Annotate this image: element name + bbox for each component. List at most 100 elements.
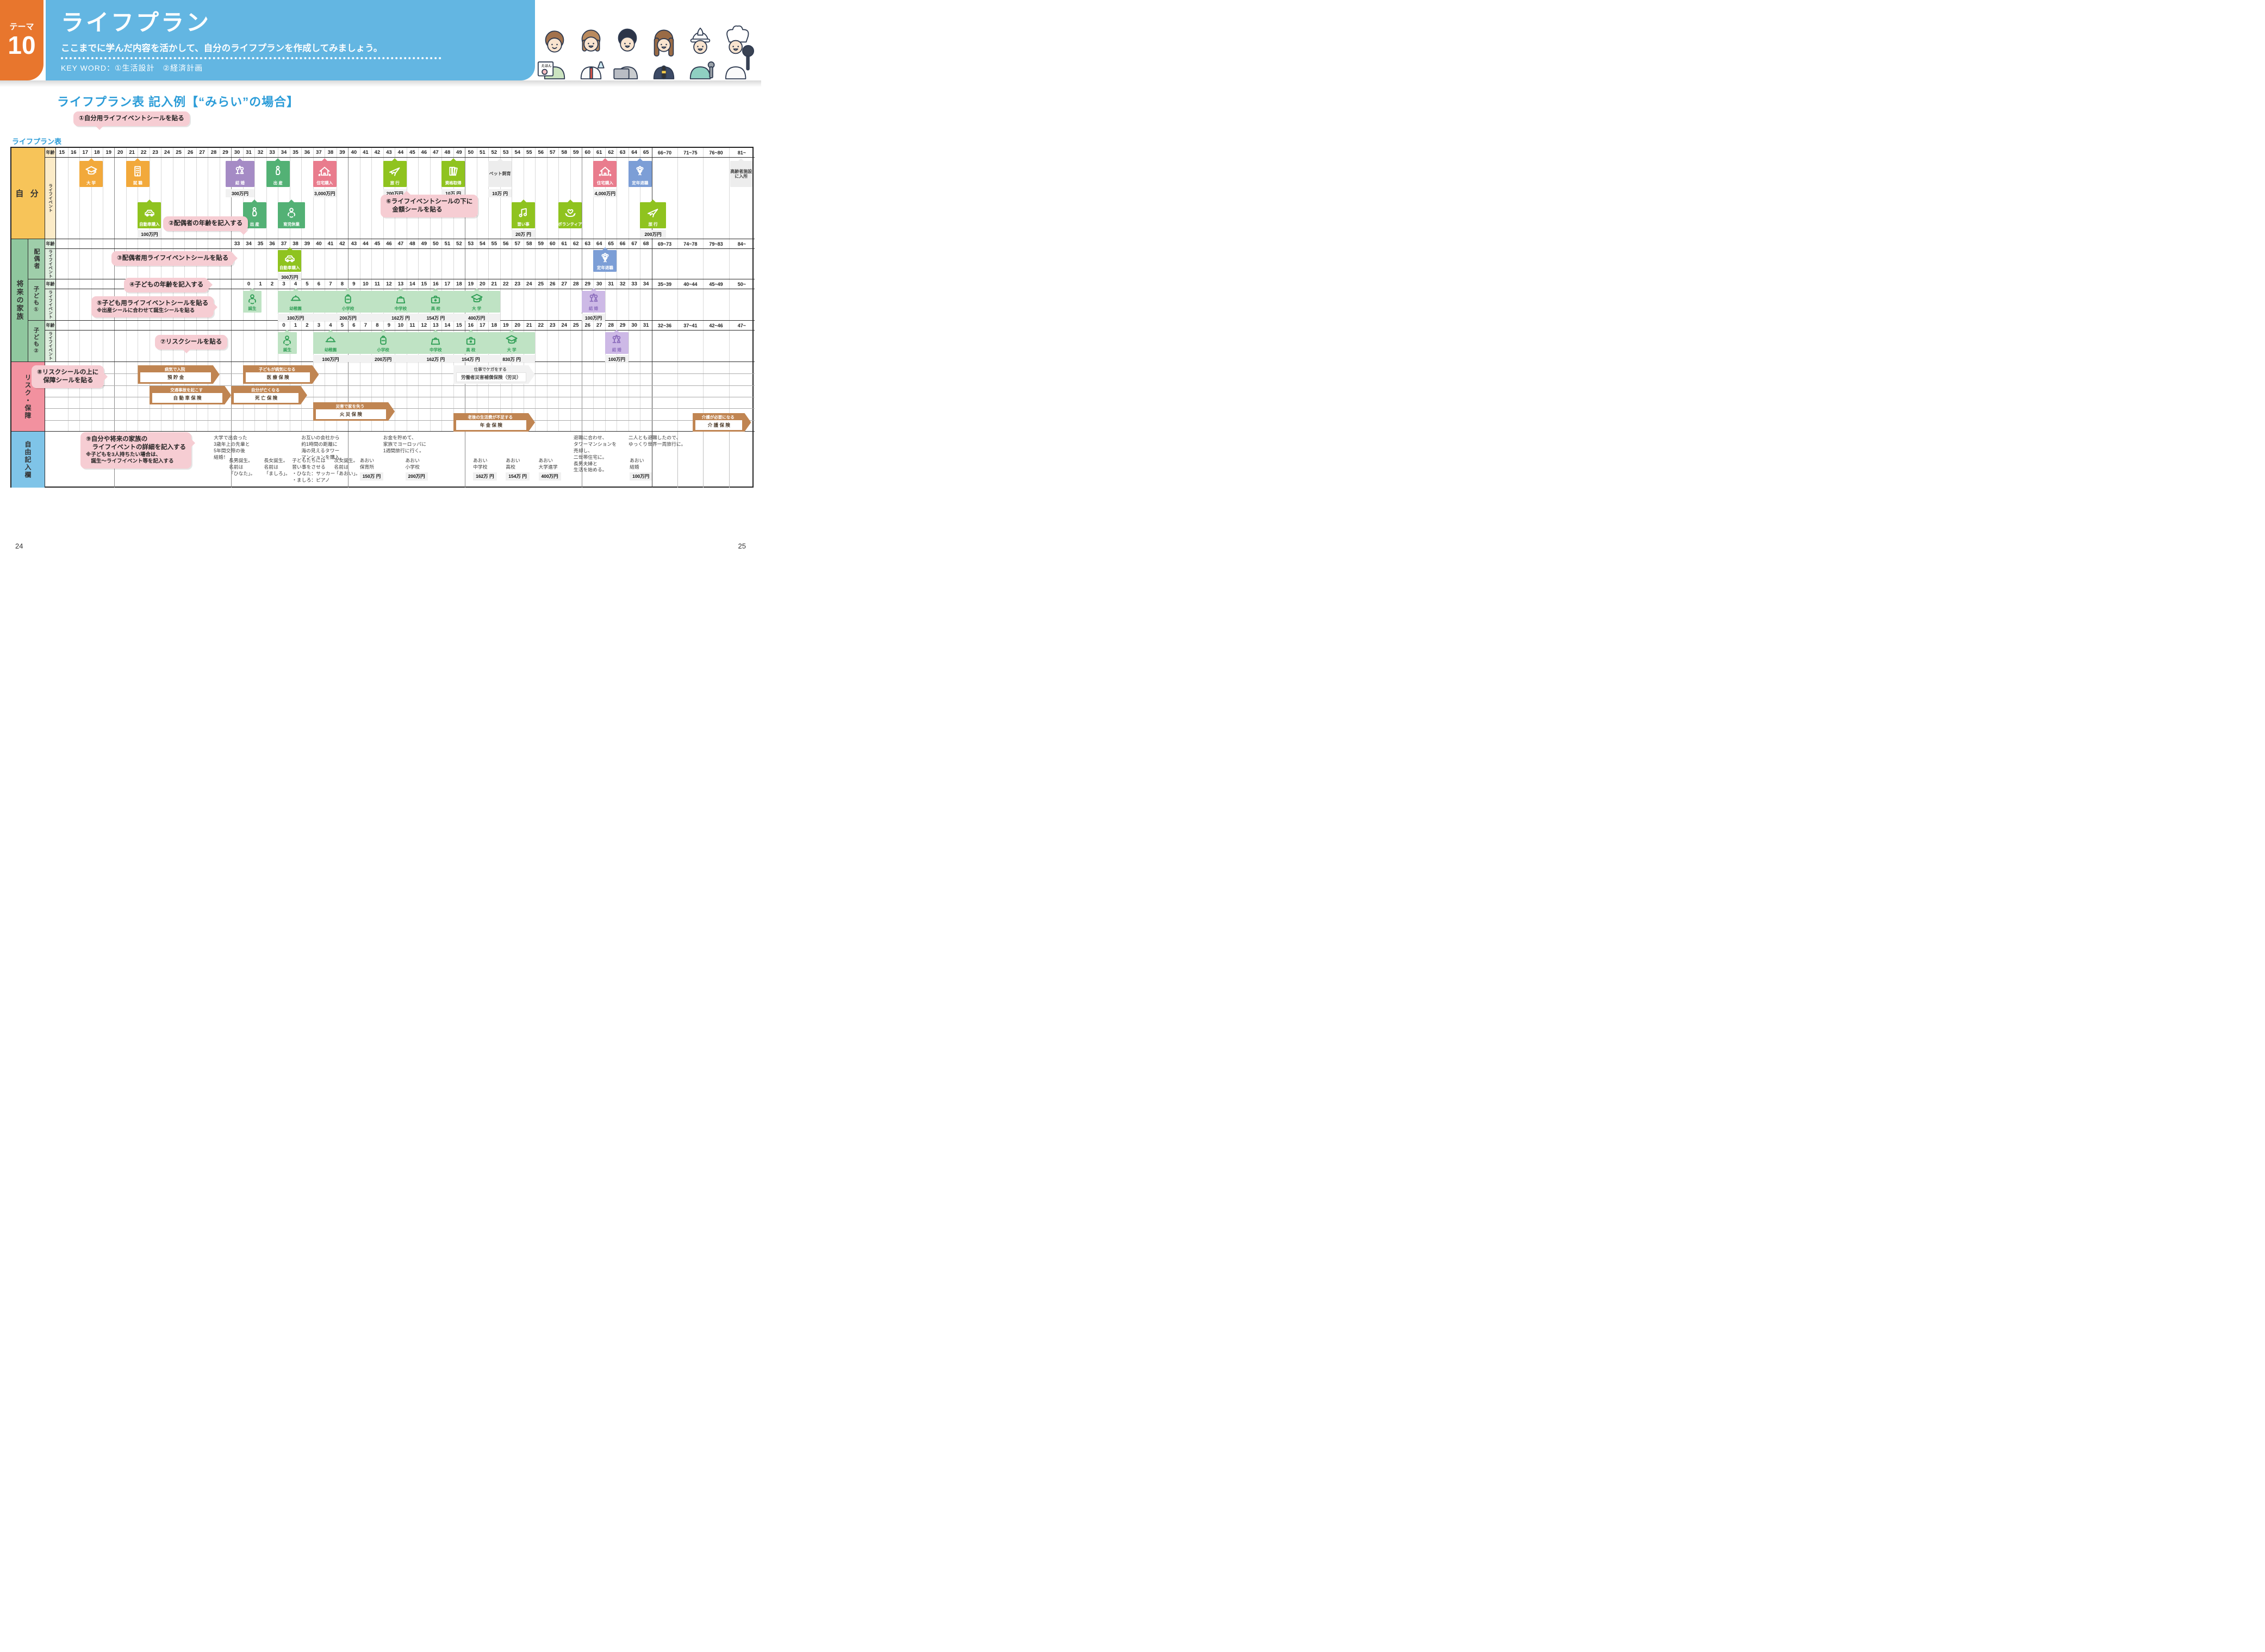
life-event-sticker: 定年退職 [628,158,652,187]
age-cell: 40 [351,149,357,155]
age-range-cell: 42~46 [709,322,723,328]
gridline [91,321,92,330]
gridline [703,362,704,431]
gridline [231,279,232,289]
age-cell: 6 [352,322,356,328]
gridline [348,362,349,431]
gridline [348,148,349,157]
gridline [231,148,232,157]
row-label-spouse: 配偶者 [28,239,45,279]
money-sticker: 400万円 [453,314,500,322]
gridline [729,148,730,157]
gridline [126,331,127,361]
age-cell: 30 [631,322,637,328]
age-cell: 55 [491,241,497,247]
age-cell: 14 [409,281,415,287]
house-icon [593,161,617,181]
gridline [703,289,704,320]
pregnant-icon [266,161,290,181]
age-cell: 46 [421,149,427,155]
money-sticker: 162万 円 [418,355,453,363]
gridline [348,432,349,488]
age-cell: 7 [364,322,368,328]
callout-5: ⑤子ども用ライフイベントシールを貼る ※出産シールに合わせて誕生シールを貼る [91,296,218,318]
gridline [535,249,536,279]
gridline [418,362,419,431]
gridline [593,279,594,289]
age-range-cell: 40~44 [683,281,698,287]
age-cell: 65 [608,241,614,247]
gridline [453,362,454,431]
title-banner: ライフプラン ここまでに学んだ内容を活かして、自分のライフプランを作成してみまし… [46,0,535,80]
age-range-cell: 45~49 [709,281,723,287]
gridline [488,362,489,431]
age-cell: 50 [433,241,439,247]
gridline [242,158,244,239]
age-cell: 19 [105,149,112,155]
life-event-sticker: 幼稚園 [278,288,313,313]
spouse-life-event-label: ライフイベント [45,249,56,279]
free-entry-note: 退職に合わせ、タワーマンションを売却し、二世帯住宅に。長男夫婦と生活を始める。 [573,435,617,473]
gridline [301,158,302,239]
gridline [729,279,730,289]
gridline [729,321,730,330]
risk-label: 病気で入院 [164,367,185,372]
gridline [500,249,501,279]
gridline [677,239,679,248]
gridline [593,239,594,248]
gridline [651,249,653,279]
gridline [570,239,571,248]
gridline [703,321,704,330]
child2-life-event-label: ライフイベント [45,331,56,362]
schoolbag-icon [418,332,453,348]
sticker-label: 就 職 [133,180,142,186]
gridline [266,158,267,239]
gridline [488,148,489,157]
page-number-right: 25 [738,542,746,550]
page-title: ライフプラン [61,10,211,35]
character-scientist-icon [580,29,605,79]
age-cell: 64 [631,149,637,155]
money-sticker: 100万円 [582,314,605,322]
age-cell: 38 [293,241,298,247]
gridline [126,321,127,330]
gridline [301,239,302,248]
sticker-label: 大 学 [507,347,517,353]
age-cell: 62 [608,149,614,155]
baby-icon [278,202,304,222]
age-cell: 24 [526,281,532,287]
gridline [418,148,419,157]
sticker-label: 出 産 [273,180,283,186]
gridline [371,239,372,248]
age-cell: 57 [514,241,521,247]
age-range-cell: 32~36 [657,322,672,328]
risk-insurance-sticker: 災害で家を失う火 災 保 険 [313,402,395,421]
briefcase-icon [418,291,453,307]
gridline [114,362,115,431]
building-icon [126,161,150,181]
gridline [266,331,267,361]
gridline [231,158,232,239]
sticker-label: ボランティア [558,222,582,227]
risk-label: 災害で家を失う [335,404,365,409]
sticker-label: 自動車購入 [139,222,160,227]
age-cell: 29 [584,281,591,287]
age-cell: 17 [480,322,486,328]
gridline [114,239,115,248]
sticker-label: 旅 行 [390,180,400,186]
sticker-label: 育児休業 [283,222,300,227]
gridline [67,239,69,248]
theme-label: テーマ [9,22,34,32]
gridline [184,239,185,248]
age-cell: 22 [538,322,544,328]
money-sticker: 830万 円 [488,355,536,363]
sticker-label: 結 婚 [235,180,245,186]
life-event-sticker: 出 産 [242,200,266,228]
sticker-label: 資格取得 [445,180,462,186]
age-cell: 4 [294,281,297,287]
gridline [126,158,127,239]
gridline [266,239,267,248]
insurance-label: 預 貯 金 [140,372,210,382]
self-life-event-label: ライフイベント [45,158,56,239]
gridline [371,279,372,289]
